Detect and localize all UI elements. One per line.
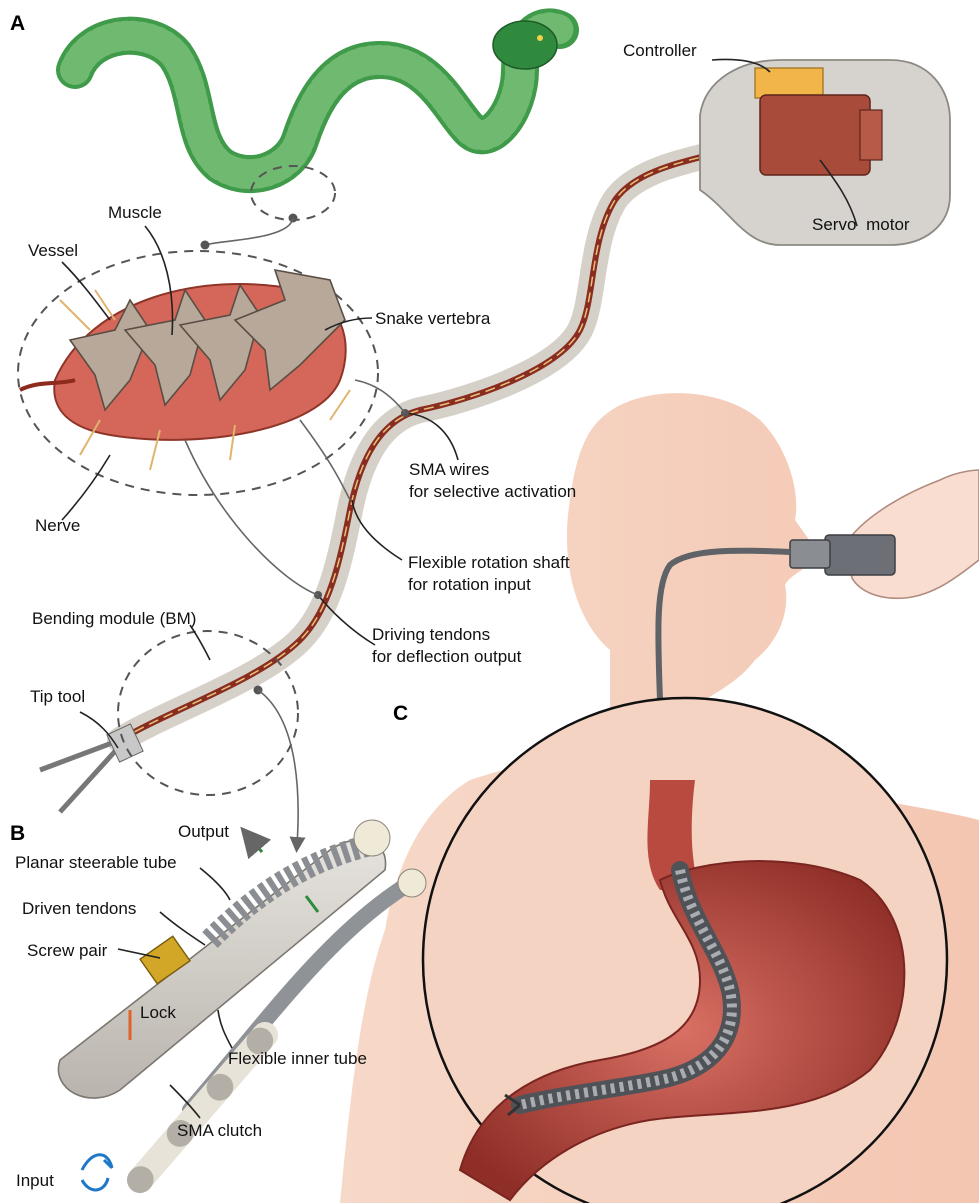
leader-muscle-to-chain	[185, 440, 318, 595]
label-controller: Controller	[623, 41, 697, 60]
tip-tool	[40, 724, 143, 812]
label-vessel: Vessel	[28, 241, 78, 260]
stomach-zoom-circle	[423, 698, 947, 1203]
label-flex-shaft-line1: Flexible rotation shaft	[408, 553, 570, 572]
leader-vessel	[62, 262, 110, 320]
panel-label-b: B	[10, 822, 25, 845]
label-sma-clutch: SMA clutch	[177, 1121, 262, 1140]
label-sma-wires-line1: SMA wires	[409, 460, 489, 479]
panel-label-c: C	[393, 702, 408, 725]
label-driving-tendons-line2: for deflection output	[372, 647, 522, 666]
label-screw-pair: Screw pair	[27, 941, 108, 960]
label-lock: Lock	[140, 1003, 176, 1022]
controller-board	[755, 68, 823, 98]
label-driven-tendons: Driven tendons	[22, 899, 136, 918]
hand	[790, 470, 979, 598]
label-muscle: Muscle	[108, 203, 162, 222]
label-flexible-inner-tube: Flexible inner tube	[228, 1049, 367, 1068]
label-flex-shaft-line2: for rotation input	[408, 575, 531, 594]
bm-zoom-arrow	[258, 690, 298, 845]
input-rotation-icon	[82, 1155, 112, 1190]
snake-to-detail-leader	[205, 218, 293, 245]
leader-flex-inner	[218, 1010, 232, 1048]
label-sma-wires-line2: for selective activation	[409, 482, 576, 501]
label-tip-tool: Tip tool	[30, 687, 85, 706]
label-driving-tendons-line1: Driving tendons	[372, 625, 490, 644]
label-output: Output	[178, 822, 229, 841]
output-arrow	[250, 838, 262, 852]
label-input: Input	[16, 1171, 54, 1190]
label-nerve: Nerve	[35, 516, 80, 535]
servo-motor-body	[760, 95, 870, 175]
label-planar-tube: Planar steerable tube	[15, 853, 177, 872]
label-servo-motor: Servo motor	[812, 215, 910, 234]
panel-label-a: A	[10, 12, 25, 35]
snake-detail-dot	[201, 241, 210, 250]
leader-nerve	[62, 455, 110, 520]
label-bending-module: Bending module (BM)	[32, 609, 196, 628]
leader-planar	[200, 868, 230, 900]
label-snake-vertebra: Snake vertebra	[375, 309, 491, 328]
snake	[75, 21, 560, 174]
